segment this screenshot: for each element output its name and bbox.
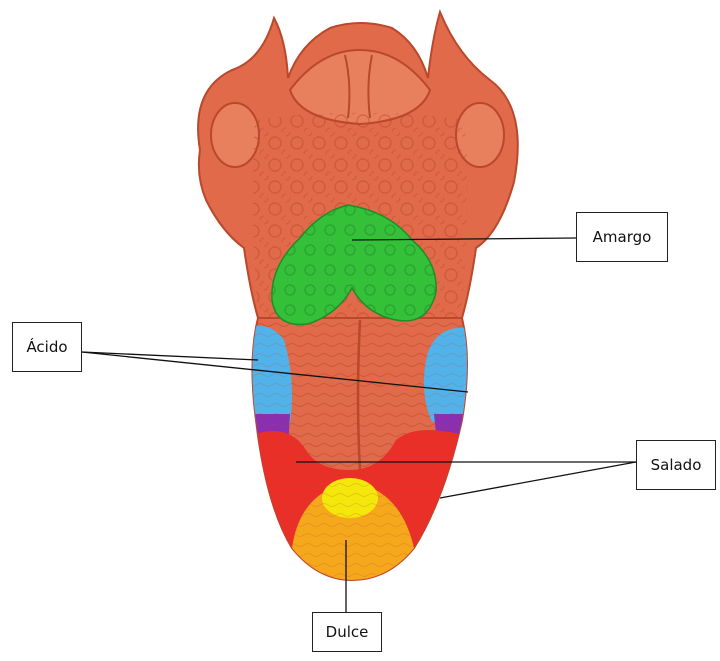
label-bitter: Amargo: [576, 212, 668, 262]
label-sour: Ácido: [12, 322, 82, 372]
leader-line-sour-left: [82, 352, 258, 360]
label-sweet: Dulce: [312, 612, 382, 652]
label-sour-text: Ácido: [26, 338, 67, 356]
label-salty-text: Salado: [651, 456, 702, 474]
label-salty: Salado: [636, 440, 716, 490]
label-bitter-text: Amargo: [593, 228, 652, 246]
label-sweet-text: Dulce: [326, 623, 369, 641]
leader-line-salty-right: [440, 462, 636, 498]
